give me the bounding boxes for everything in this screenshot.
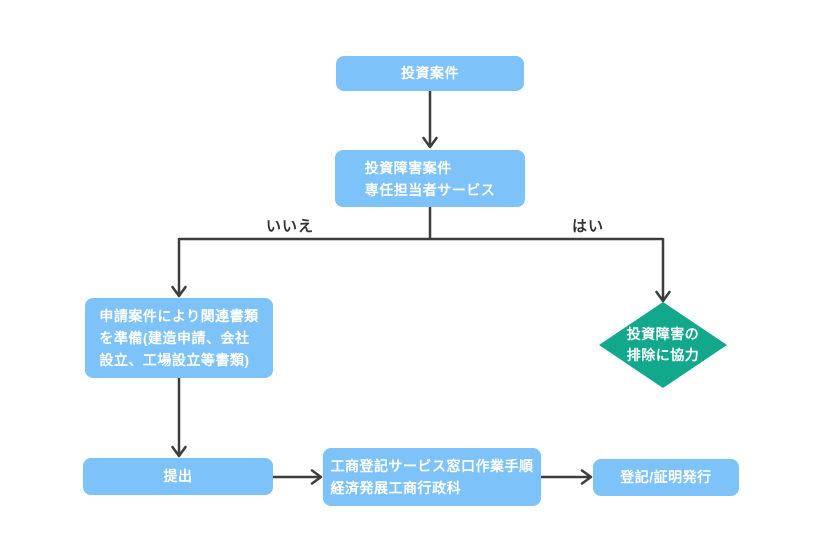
node-prepare-label: 申請案件により関連書類 を準備(建造申請、会社 設立、工場設立等書類) <box>99 308 259 368</box>
branch-label-yes: はい <box>571 218 604 235</box>
diamond-shape <box>599 302 727 388</box>
node-prepare: 申請案件により関連書類 を準備(建造申請、会社 設立、工場設立等書類) <box>85 298 273 378</box>
node-cooperate: 投資障害の 排除に協力 <box>599 302 727 388</box>
node-service-label: 投資障害案件 専任担当者サービス <box>364 159 496 198</box>
node-service: 投資障害案件 専任担当者サービス <box>335 150 525 207</box>
node-submit-label: 提出 <box>163 468 193 484</box>
node-submit: 提出 <box>83 458 273 495</box>
node-issue-label: 登記/証明発行 <box>620 469 712 485</box>
node-cooperate-label: 投資障害の 排除に協力 <box>626 326 700 363</box>
branch-label-no: いいえ <box>265 218 314 235</box>
node-start: 投資案件 <box>336 56 524 91</box>
node-window-procedure: 工商登記サービス窓口作業手順 経済発展工商行政科 <box>323 448 541 506</box>
node-window-procedure-label: 工商登記サービス窓口作業手順 経済発展工商行政科 <box>330 458 534 496</box>
node-start-label: 投資案件 <box>401 65 459 81</box>
node-issue: 登記/証明発行 <box>593 459 739 496</box>
